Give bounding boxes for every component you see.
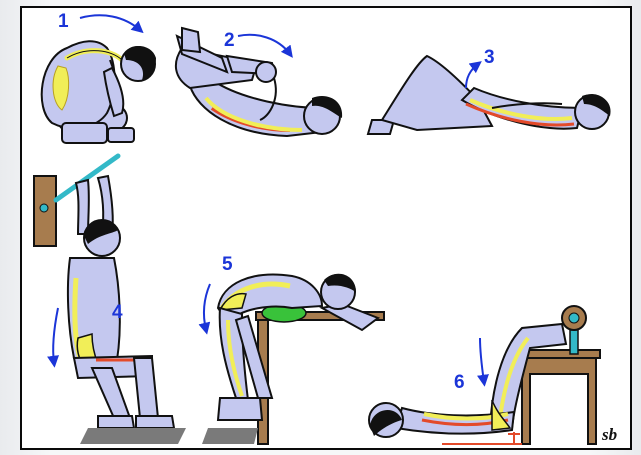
step-number-3: 3 bbox=[484, 47, 495, 68]
floor-mat bbox=[202, 428, 258, 444]
arrow-2-icon bbox=[238, 35, 290, 54]
step-number-2: 2 bbox=[224, 30, 235, 51]
arrow-5-icon bbox=[204, 284, 210, 330]
step-number-1: 1 bbox=[58, 11, 69, 32]
step-number-6: 6 bbox=[454, 372, 465, 393]
arrow-1-icon bbox=[80, 15, 140, 30]
figure-5-table-bend: 5 bbox=[202, 254, 384, 444]
artist-signature: sb bbox=[601, 425, 617, 444]
figure-3-pelvic-tilt: 3 bbox=[368, 47, 611, 134]
chair bbox=[522, 356, 596, 444]
arrow-6-icon bbox=[480, 338, 484, 382]
exercise-illustration: 1 2 bbox=[20, 6, 632, 450]
exercise-figures: 1 2 bbox=[22, 8, 630, 448]
arrow-4-icon bbox=[53, 308, 58, 363]
arrow-3-icon bbox=[466, 64, 478, 88]
figure-4-wall-hang: 4 bbox=[34, 156, 186, 444]
floor-mat bbox=[80, 428, 186, 444]
figure-1-crouch: 1 bbox=[42, 11, 156, 143]
figure-2-knee-hug: 2 bbox=[176, 28, 342, 136]
figure-6-chair-legs: 6 bbox=[369, 306, 600, 444]
step-number-5: 5 bbox=[222, 254, 233, 275]
step-number-4: 4 bbox=[112, 302, 123, 323]
